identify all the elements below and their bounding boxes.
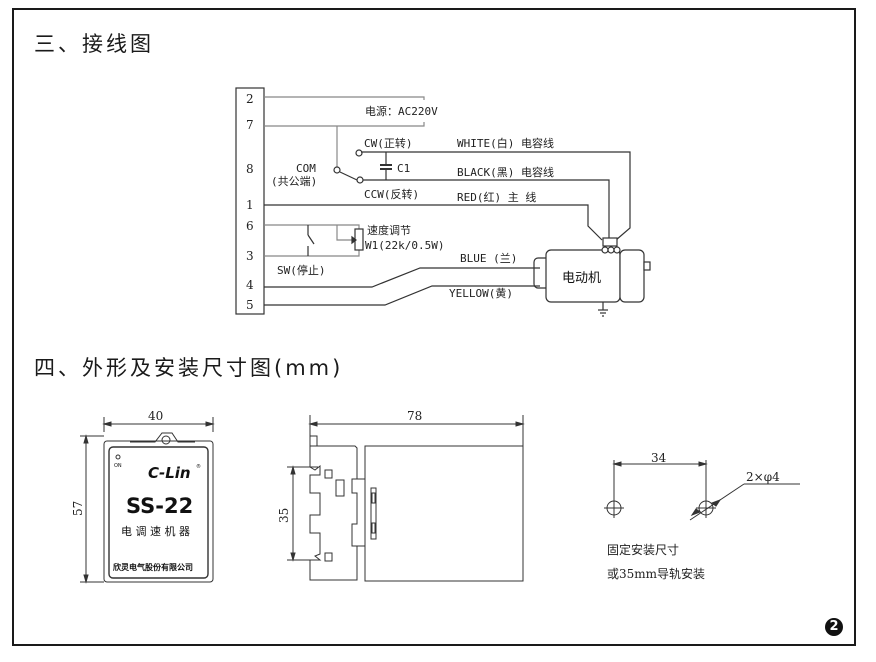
terminal-label-8: 8 — [246, 162, 254, 176]
mounting-note-line2: 或35mm导轨安装 — [607, 566, 705, 581]
motor-label: 电动机 — [562, 271, 601, 286]
com-label: COM — [296, 162, 316, 175]
terminal-label-2: 2 — [246, 92, 254, 106]
spacing-dimension-label: 34 — [651, 451, 667, 465]
terminal-strip — [235, 87, 265, 315]
terminal-label-3: 3 — [246, 249, 254, 263]
cw-label: CW(正转) — [364, 136, 413, 150]
product-name: 电 调 速 机 器 — [121, 524, 190, 538]
ccw-label: CCW(反转) — [364, 187, 419, 201]
switch-blade — [339, 171, 358, 181]
red-wire-label: RED(红) 主 线 — [457, 190, 536, 204]
wire-terminal-7 — [264, 122, 425, 127]
side-view-labels: 78 35 — [277, 409, 422, 523]
pot-wiper-arrow — [351, 235, 357, 245]
capacitor-label: C1 — [397, 162, 410, 175]
motor-rear — [619, 249, 645, 303]
wire-terminal-3 — [264, 249, 360, 257]
wire-terminal-6 — [264, 224, 360, 232]
black-wire-label: BLACK(黑) 电容线 — [457, 165, 554, 179]
wire-yellow — [264, 285, 540, 306]
sw-blade — [307, 234, 315, 245]
wire-bundle-clamp — [602, 237, 618, 247]
terminal-label-1: 1 — [246, 198, 254, 212]
front-view — [80, 417, 215, 584]
registered-mark: ® — [196, 463, 201, 470]
side-body — [364, 445, 524, 582]
pot-label: W1(22k/0.5W) — [365, 239, 444, 252]
com-sub-label: (共公端) — [271, 175, 317, 188]
hole-size-label: 2×φ4 — [746, 470, 780, 484]
wire-terminal-2 — [264, 96, 425, 100]
wiring-section-title: 三、接线图 — [34, 32, 154, 56]
side-view — [287, 415, 525, 582]
terminal-label-5: 5 — [246, 298, 254, 312]
terminal-label-4: 4 — [246, 278, 254, 292]
company-name: 欣灵电气股份有限公司 — [113, 562, 193, 572]
side-slot — [370, 487, 377, 540]
motor-end-cap — [533, 257, 546, 289]
white-wire-label: WHITE(白) 电容线 — [457, 136, 554, 150]
terminal-label-6: 6 — [246, 219, 254, 233]
wire-red — [264, 204, 603, 241]
page-frame — [12, 8, 856, 646]
on-indicator-label: ON — [114, 463, 122, 469]
top-clip — [130, 432, 195, 443]
front-view-labels: 40 57 ON C-Lin ® SS-22 电 调 速 机 器 欣灵电气股份有… — [71, 409, 201, 572]
wiring-diagram — [235, 87, 651, 317]
switch-label: SW(停止) — [277, 263, 326, 277]
page-number-badge: 2 — [825, 618, 843, 636]
height-dimension-label: 57 — [71, 501, 85, 516]
din-clip-profile — [309, 445, 358, 581]
dimension-section-title: 四、外形及安装尺寸图(mm) — [34, 356, 344, 380]
length-dimension-label: 78 — [407, 409, 422, 423]
pot-wiper-wire — [336, 225, 352, 241]
rail-dimension-label: 35 — [277, 508, 291, 523]
brand-logo: C-Lin — [148, 464, 191, 482]
blue-wire-label: BLUE (兰) — [460, 252, 517, 265]
ccw-contact — [356, 176, 364, 184]
device-body — [103, 440, 214, 583]
speed-label: 速度调节 — [367, 223, 411, 237]
yellow-wire-label: YELLOW(黄) — [449, 286, 513, 300]
mounting-holes — [604, 460, 800, 521]
power-label: 电源：AC220V — [365, 104, 438, 118]
cw-contact — [355, 149, 363, 157]
motor-shaft — [643, 261, 651, 271]
mounting-note-line1: 固定安装尺寸 — [607, 542, 679, 557]
model-number: SS-22 — [126, 494, 193, 518]
wiring-labels: 2 7 8 1 6 3 4 5 电源：AC220V CW(正转) COM (共公… — [246, 92, 601, 312]
mounting-labels: 34 2×φ4 固定安装尺寸 或35mm导轨安装 — [607, 451, 780, 581]
device-face — [108, 446, 209, 579]
terminal-label-7: 7 — [246, 118, 254, 132]
wire-black — [363, 179, 610, 240]
width-dimension-label: 40 — [148, 409, 163, 423]
wire-white — [361, 151, 631, 241]
wire-blue — [264, 267, 540, 288]
com-contact — [333, 166, 341, 174]
